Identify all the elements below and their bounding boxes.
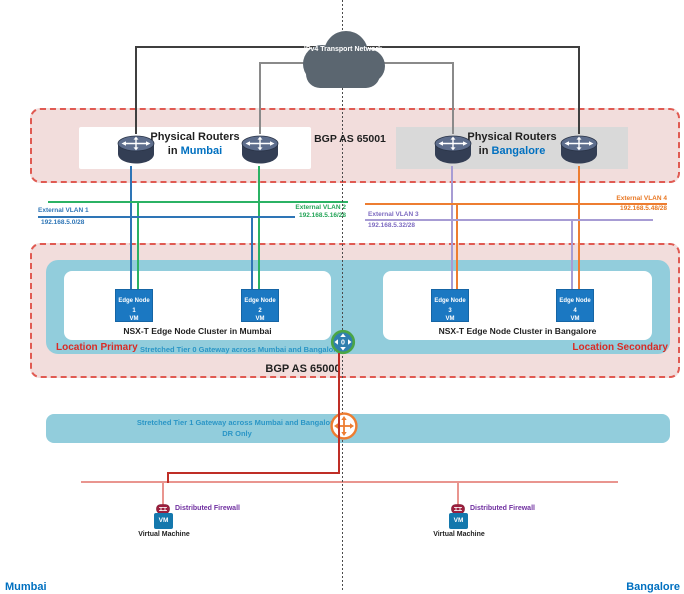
site-mumbai-label: Mumbai xyxy=(5,581,47,593)
router-3-icon xyxy=(434,135,472,164)
vlan2-bus xyxy=(48,201,348,203)
mumbai-routers-line2: in Mumbai xyxy=(167,144,223,157)
vm-left-label: Virtual Machine xyxy=(138,531,190,538)
bangalore-routers-line1: Physical Routers xyxy=(467,131,557,143)
bgp-as-65001-label: BGP AS 65001 xyxy=(314,133,386,145)
svg-text:0: 0 xyxy=(341,340,345,347)
vlan1-branch-en2 xyxy=(251,217,253,289)
location-primary-label: Location Primary xyxy=(56,342,138,353)
edge-node-4: Edge Node 4 VM xyxy=(556,289,594,322)
vlan2-name: External VLAN 2 xyxy=(295,204,346,211)
router3-uplink xyxy=(452,62,454,134)
router2-uplink xyxy=(259,62,261,134)
vlan1-name: External VLAN 1 xyxy=(38,207,89,214)
bangalore-cluster-box xyxy=(383,271,652,340)
mumbai-cluster-box xyxy=(64,271,331,340)
mumbai-city-text: Mumbai xyxy=(180,144,223,157)
vlan2-subnet: 192.168.5.16/28 xyxy=(299,212,346,219)
router-2-icon xyxy=(241,135,279,164)
tier1-gateway-label: Stretched Tier 1 Gateway across Mumbai a… xyxy=(136,418,338,438)
cloud-icon xyxy=(303,31,385,88)
bgp-as-65000-label: BGP AS 65000 xyxy=(265,363,341,375)
bangalore-routers-title: Physical Routers in Bangalore xyxy=(396,131,628,159)
router-1-icon xyxy=(117,135,155,164)
vm-left-icon: VM xyxy=(154,513,173,529)
vlan4-bus xyxy=(365,203,667,205)
vm-left-drop xyxy=(162,483,164,506)
vlan4-subnet: 192.168.5.48/28 xyxy=(620,205,667,212)
bangalore-city-text: Bangalore xyxy=(491,144,546,157)
vlan3-name: External VLAN 3 xyxy=(368,211,419,218)
overlay-segment-bus xyxy=(81,481,618,483)
router3-downlink-vlan3 xyxy=(451,166,453,289)
tier0-tier1-link xyxy=(338,353,340,473)
distributed-firewall-left-label: Distributed Firewall xyxy=(175,505,240,512)
tier1-gateway-icon xyxy=(330,412,358,440)
bangalore-cluster-label: NSX-T Edge Node Cluster in Bangalore xyxy=(438,326,597,336)
edge-node-1: Edge Node 1 VM xyxy=(115,289,153,322)
mumbai-routers-title: Physical Routers in Mumbai xyxy=(79,131,311,159)
tier1-segment-link-horizontal xyxy=(167,472,340,474)
tier0-gateway-icon: 0 xyxy=(330,329,356,355)
router1-downlink-vlan1 xyxy=(130,166,132,289)
mumbai-routers-line1: Physical Routers xyxy=(150,131,240,143)
edge-node-3: Edge Node 3 VM xyxy=(431,289,469,322)
router4-downlink-vlan4 xyxy=(578,166,580,289)
router-4-icon xyxy=(560,135,598,164)
vlan3-subnet: 192.168.5.32/28 xyxy=(368,222,415,229)
vlan4-branch-en3 xyxy=(456,204,458,289)
location-secondary-label: Location Secondary xyxy=(572,342,668,353)
edge-node-2: Edge Node 2 VM xyxy=(241,289,279,322)
bangalore-routers-line2: in Bangalore xyxy=(478,144,546,157)
router1-uplink xyxy=(135,46,137,134)
tier0-gateway-label: Stretched Tier 0 Gateway across Mumbai a… xyxy=(140,345,341,354)
vm-right-icon: VM xyxy=(449,513,468,529)
vlan2-branch-en1 xyxy=(137,202,139,289)
site-bangalore-label: Bangalore xyxy=(626,581,680,593)
tier1-segment-link-vertical xyxy=(167,472,169,483)
vlan1-subnet: 192.168.5.0/28 xyxy=(41,219,85,226)
site-boundary-dashed-line xyxy=(342,0,343,591)
tier1-gateway-band xyxy=(46,414,670,443)
router2-downlink-vlan2 xyxy=(258,166,260,289)
cloud-label: IPv4 Transport Network xyxy=(303,46,383,53)
vlan1-bus xyxy=(38,216,295,218)
mumbai-cluster-label: NSX-T Edge Node Cluster in Mumbai xyxy=(123,326,272,336)
distributed-firewall-right-label: Distributed Firewall xyxy=(470,505,535,512)
vlan3-bus xyxy=(365,219,653,221)
vm-right-drop xyxy=(457,483,459,506)
vlan3-branch-en4 xyxy=(571,220,573,289)
router4-uplink xyxy=(578,46,580,134)
vlan4-name: External VLAN 4 xyxy=(616,195,667,202)
vm-right-label: Virtual Machine xyxy=(433,531,485,538)
